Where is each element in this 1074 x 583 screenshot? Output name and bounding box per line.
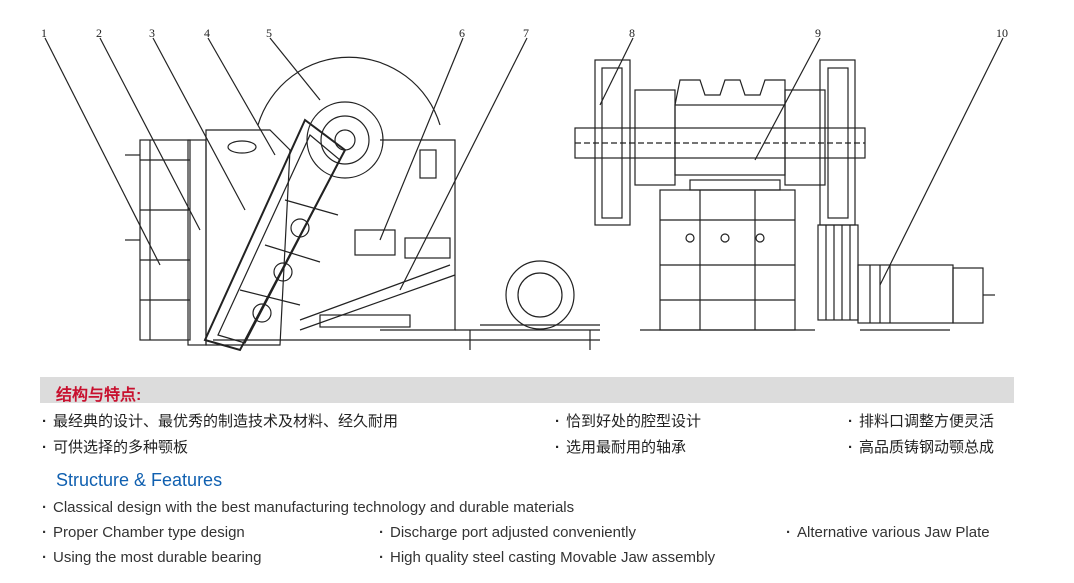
feature-cn-6: 高品质铸钢动颚总成 — [848, 436, 994, 457]
jaw-crusher-drawing — [44, 37, 1004, 352]
feature-en-6: High quality steel casting Movable Jaw a… — [379, 549, 715, 566]
feature-en-3: Discharge port adjusted conveniently — [379, 524, 636, 541]
callout-2: 2 — [96, 26, 102, 40]
feature-en-1: Classical design with the best manufactu… — [42, 499, 574, 516]
section-title-en: Structure & Features — [56, 470, 223, 490]
feature-cn-1: 最经典的设计、最优秀的制造技术及材料、经久耐用 — [42, 410, 398, 431]
feature-en-5: Using the most durable bearing — [42, 549, 261, 566]
feature-cn-4: 可供选择的多种颚板 — [42, 436, 188, 457]
callout-8: 8 — [629, 26, 635, 40]
feature-cn-5: 选用最耐用的轴承 — [555, 436, 686, 457]
feature-en-4: Alternative various Jaw Plate — [786, 524, 990, 541]
callout-9: 9 — [815, 26, 821, 40]
callout-6: 6 — [459, 26, 465, 40]
callout-7: 7 — [523, 26, 529, 40]
callout-3: 3 — [149, 26, 155, 40]
feature-cn-3: 排料口调整方便灵活 — [848, 410, 994, 431]
callout-10: 10 — [996, 26, 1008, 40]
callout-4: 4 — [204, 26, 210, 40]
section-title-cn: 结构与特点: — [56, 387, 142, 404]
callout-5: 5 — [266, 26, 272, 40]
section-header-cn: 结构与特点: — [40, 377, 1014, 404]
feature-en-2: Proper Chamber type design — [42, 524, 245, 541]
feature-cn-2: 恰到好处的腔型设计 — [555, 410, 701, 431]
callout-1: 1 — [41, 26, 47, 40]
